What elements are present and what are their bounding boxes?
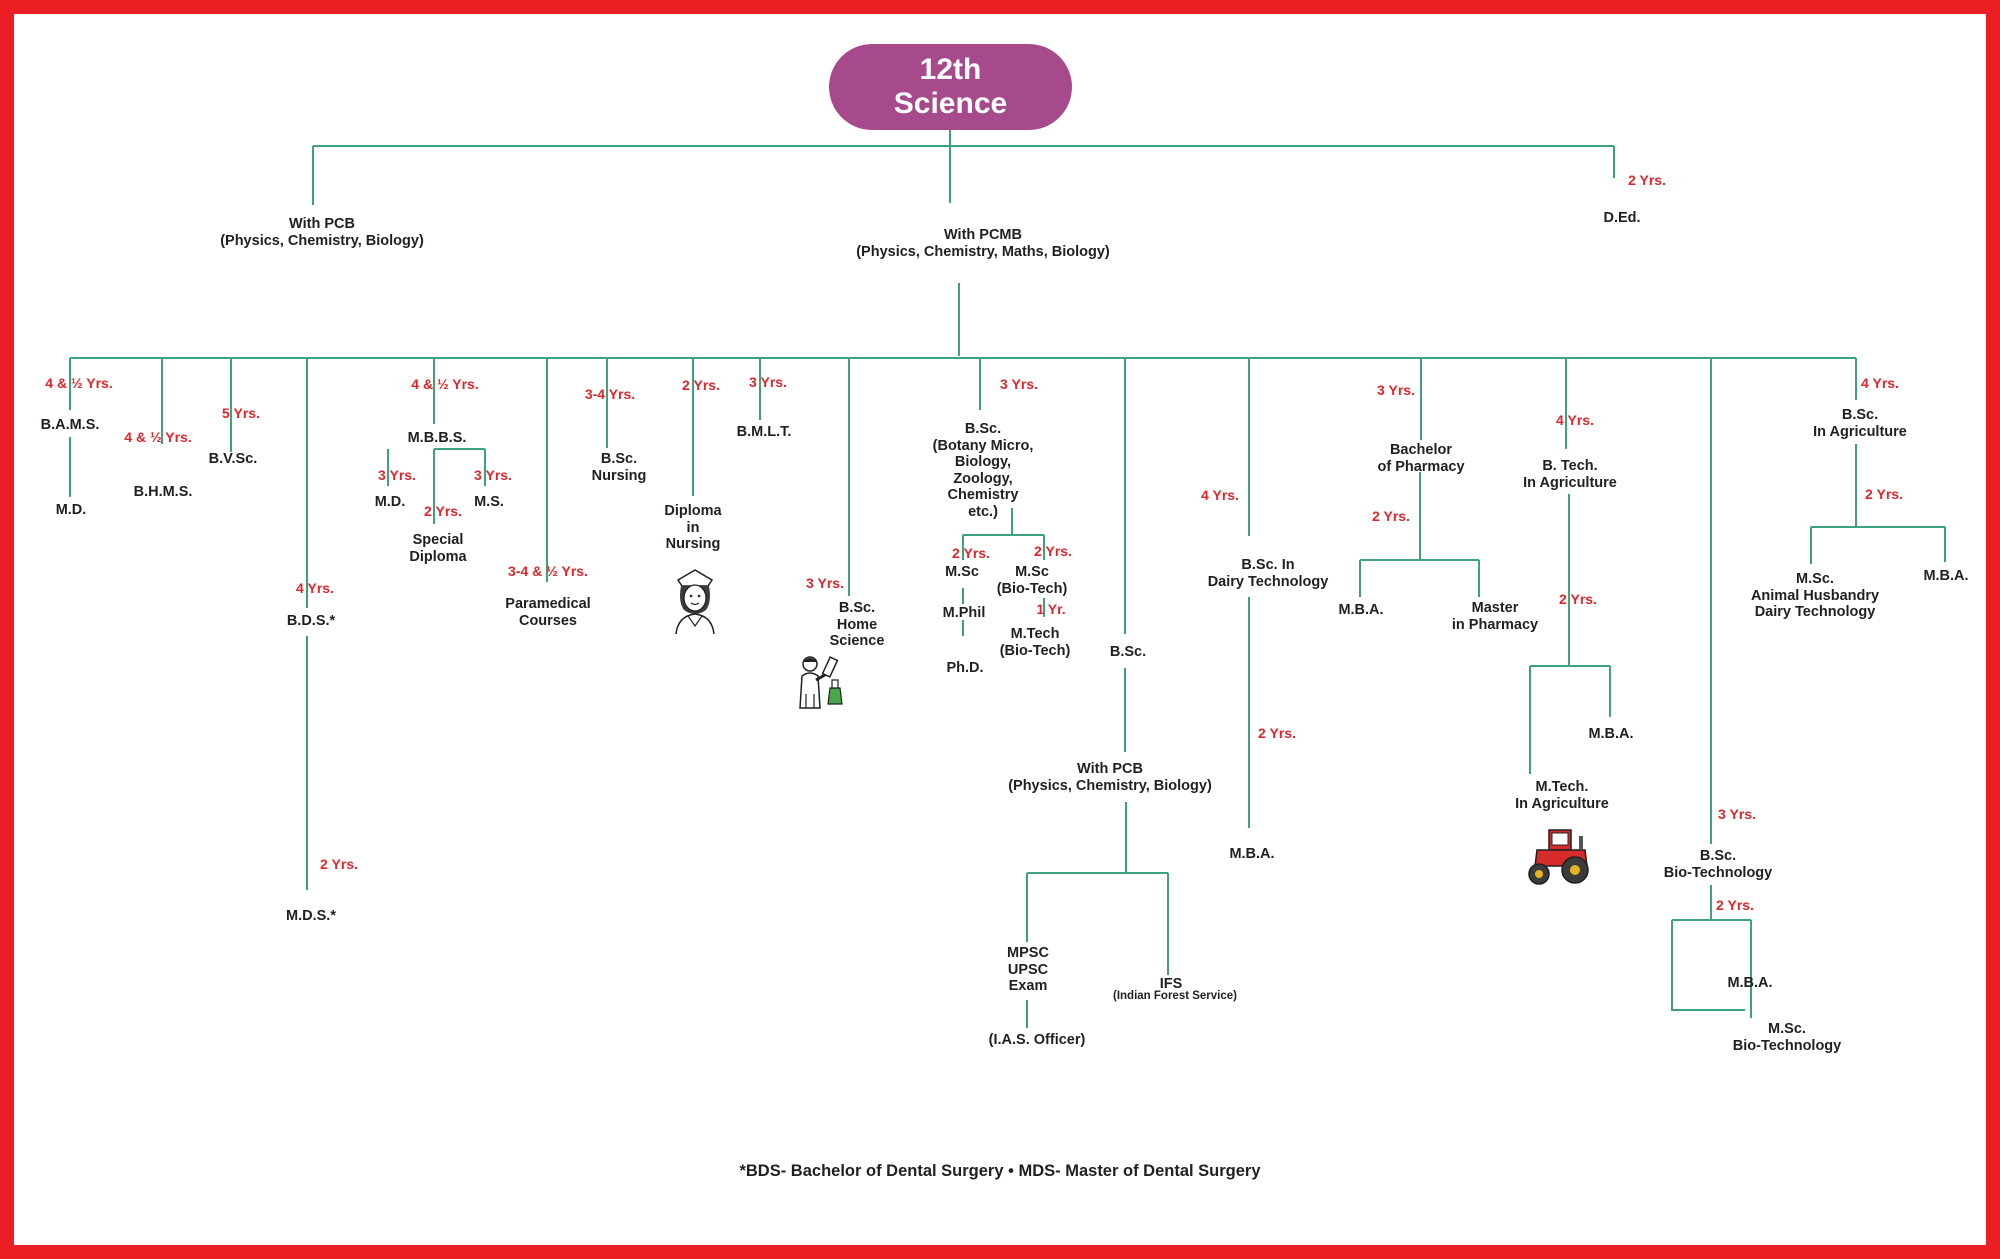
bsc-nursing-duration: 3-4 Yrs. (584, 386, 636, 402)
footnote: *BDS- Bachelor of Dental Surgery • MDS- … (739, 1162, 1261, 1180)
course-ifs: IFS (1159, 976, 1183, 992)
paramedical-duration: 3-4 & ½ Yrs. (508, 563, 588, 579)
with-pcb-inner: With PCB (Physics, Chemistry, Biology) (1008, 761, 1212, 794)
special-diploma-duration: 2 Yrs. (424, 503, 462, 519)
course-bvsc: B.V.Sc. (208, 451, 258, 467)
course-msc-animal-husbandry: M.Sc. Animal Husbandry Dairy Technology (1750, 571, 1880, 620)
course-agri-mba: M.B.A. (1588, 726, 1634, 742)
course-msc-biotechnology: M.Sc. Bio-Technology (1732, 1021, 1842, 1054)
course-bsc-dairy-technology: B.Sc. In Dairy Technology (1207, 557, 1329, 590)
course-mphil: M.Phil (942, 605, 986, 621)
course-bsc-general: B.Sc. (1109, 644, 1147, 660)
course-bams-md: M.D. (55, 502, 87, 518)
course-bsc-nursing: B.Sc. Nursing (591, 451, 647, 484)
course-mtech-agriculture: M.Tech. In Agriculture (1515, 779, 1609, 812)
mds-duration: 2 Yrs. (320, 856, 358, 872)
course-mbbs-md: M.D. (374, 494, 406, 510)
course-bsc-home-science: B.Sc. Home Science (829, 600, 885, 649)
ias-officer: (I.A.S. Officer) (988, 1032, 1086, 1048)
btech-agri-duration: 4 Yrs. (1556, 412, 1594, 428)
course-mbbs-ms: M.S. (474, 494, 504, 510)
bsc-dairy-duration: 4 Yrs. (1201, 487, 1239, 503)
agri-pg-duration: 2 Yrs. (1559, 591, 1597, 607)
course-mpsc-upsc: MPSC UPSC Exam (1007, 945, 1049, 994)
course-paramedical: Paramedical Courses (505, 596, 591, 629)
course-dairy-mba: M.B.A. (1229, 846, 1275, 862)
mbbs-md-duration: 3 Yrs. (378, 467, 416, 483)
course-mds: M.D.S.* (286, 908, 336, 924)
course-msc-biotech: M.Sc (Bio-Tech) (996, 564, 1068, 597)
bsc-agri-duration: 4 Yrs. (1861, 375, 1899, 391)
biotech-pg-duration: 2 Yrs. (1716, 897, 1754, 913)
stream-pcb: With PCB (Physics, Chemistry, Biology) (220, 216, 424, 249)
course-msc: M.Sc (945, 564, 979, 580)
course-master-pharmacy: Master in Pharmacy (1451, 600, 1539, 633)
root-node-12th-science: 12th Science (829, 44, 1072, 130)
course-diploma-nursing: Diploma in Nursing (664, 503, 722, 552)
msc-duration: 2 Yrs. (952, 545, 990, 561)
course-bams: B.A.M.S. (40, 417, 100, 433)
stream-pcmb: With PCMB (Physics, Chemistry, Maths, Bi… (856, 227, 1110, 260)
pharm-pg-duration: 2 Yrs. (1372, 508, 1410, 524)
dairy-mba-duration: 2 Yrs. (1258, 725, 1296, 741)
bhms-duration: 4 & ½ Yrs. (124, 429, 192, 445)
course-mbbs: M.B.B.S. (407, 430, 467, 446)
course-bsc-agriculture: B.Sc. In Agriculture (1813, 407, 1907, 440)
course-bmlt: B.M.L.T. (736, 424, 792, 440)
course-phd: Ph.D. (946, 660, 984, 676)
bams-duration: 4 & ½ Yrs. (45, 375, 113, 391)
mbbs-duration: 4 & ½ Yrs. (411, 376, 479, 392)
mbbs-ms-duration: 3 Yrs. (474, 467, 512, 483)
bpharm-duration: 3 Yrs. (1377, 382, 1415, 398)
diploma-nursing-duration: 2 Yrs. (682, 377, 720, 393)
bds-duration: 4 Yrs. (296, 580, 334, 596)
ded-duration: 2 Yrs. (1628, 172, 1666, 188)
ifs-full-name: (Indian Forest Service) (1113, 990, 1237, 1002)
mtech-biotech-duration: 1 Yr. (1036, 601, 1066, 617)
course-special-diploma: Special Diploma (409, 532, 467, 565)
bsc-home-duration: 3 Yrs. (806, 575, 844, 591)
tractor-icon (1528, 829, 1589, 885)
course-bsc-botany: B.Sc. (Botany Micro, Biology, Zoology, C… (932, 421, 1034, 520)
course-bhms: B.H.M.S. (133, 484, 193, 500)
msc-biotech-duration: 2 Yrs. (1034, 543, 1072, 559)
nurse-icon (675, 569, 715, 635)
course-mtech-biotech: M.Tech (Bio-Tech) (999, 626, 1071, 659)
bsc-botany-duration: 3 Yrs. (1000, 376, 1038, 392)
course-bachelor-pharmacy: Bachelor of Pharmacy (1377, 442, 1465, 475)
course-agri-mba-2: M.B.A. (1923, 568, 1969, 584)
bmlt-duration: 3 Yrs. (749, 374, 787, 390)
course-bsc-biotechnology: B.Sc. Bio-Technology (1663, 848, 1773, 881)
bsc-agri-pg-duration: 2 Yrs. (1865, 486, 1903, 502)
bsc-biotech-duration: 3 Yrs. (1718, 806, 1756, 822)
course-ded: D.Ed. (1603, 210, 1641, 226)
course-biotech-mba: M.B.A. (1727, 975, 1773, 991)
scientist-icon (799, 656, 843, 709)
course-btech-agriculture: B. Tech. In Agriculture (1523, 458, 1617, 491)
course-bds: B.D.S.* (286, 613, 336, 629)
course-pharmacy-mba: M.B.A. (1338, 602, 1384, 618)
bvsc-duration: 5 Yrs. (222, 405, 260, 421)
